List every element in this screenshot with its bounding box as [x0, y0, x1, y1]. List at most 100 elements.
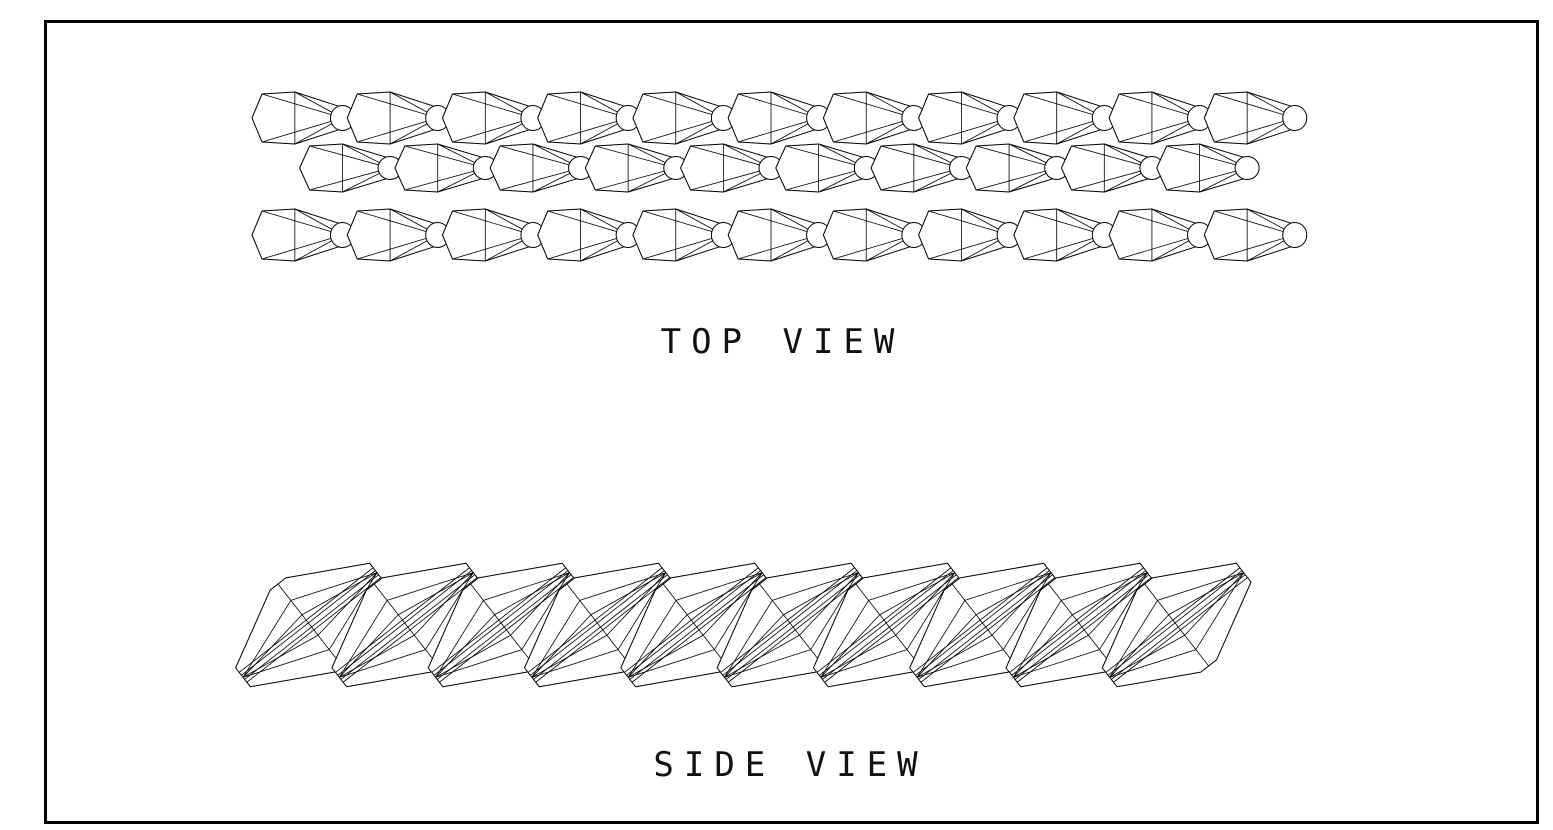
facet-line [1023, 93, 1105, 119]
facet-line [1023, 117, 1105, 143]
facet-line [928, 234, 1010, 260]
facet-line [1002, 572, 1052, 650]
subunit-outline [1013, 208, 1105, 262]
facet-line [627, 614, 688, 678]
facet-line [675, 572, 763, 601]
subunit-cap [1282, 222, 1308, 248]
facet-line [1195, 572, 1244, 650]
subunit-outline [1203, 208, 1296, 262]
subunit-outline [584, 143, 677, 193]
facet-line [1023, 234, 1105, 260]
top-subunit [680, 143, 784, 193]
facet-line [386, 572, 474, 601]
top-subunit [346, 91, 451, 145]
top-subunit [584, 143, 689, 193]
top-subunit [727, 91, 832, 145]
top-subunit [870, 143, 974, 193]
facet-line [686, 572, 763, 616]
facet-line [579, 572, 666, 601]
facet-line [1214, 117, 1295, 143]
facet-line [820, 614, 881, 678]
top-view-label: TOP VIEW [660, 322, 905, 362]
facet-line [1061, 572, 1148, 601]
subunit-outline [1156, 143, 1248, 193]
top-subunit [346, 208, 451, 262]
facet-line [595, 145, 676, 169]
facet-line [531, 649, 619, 678]
subunit-outline [870, 143, 962, 193]
facet-line [690, 145, 772, 169]
facet-line [1109, 649, 1196, 678]
facet-line [242, 614, 303, 678]
facet-line [435, 600, 484, 678]
facet-line [916, 614, 977, 678]
subunit-outline [1108, 91, 1201, 145]
subunit-outline [537, 91, 629, 145]
facet-line [617, 572, 667, 650]
facet-line [916, 600, 966, 678]
facet-line [976, 145, 1057, 169]
facet-line [724, 614, 784, 678]
facet-line [724, 649, 811, 678]
facet-line [1214, 234, 1295, 260]
facet-line [738, 210, 819, 236]
facet-line [277, 583, 343, 667]
side-view-label: SIDE VIEW [653, 745, 928, 785]
top-subunit [1013, 208, 1117, 262]
facet-line [820, 600, 869, 678]
facet-line [1118, 234, 1200, 260]
facet-line [833, 117, 914, 143]
facet-line [494, 572, 570, 616]
facet-line [1214, 93, 1295, 119]
subunit-outline [822, 208, 915, 262]
facet-line [547, 93, 629, 119]
subunit-outline [346, 91, 439, 145]
facet-line [833, 93, 914, 119]
facet-line [1013, 614, 1073, 678]
side-view-drawing [235, 562, 1252, 688]
facet-line [499, 145, 581, 169]
facet-line [1214, 210, 1295, 236]
facet-line [531, 600, 581, 678]
subunit-outline [632, 91, 724, 145]
facet-line [820, 649, 908, 678]
facet-line [1023, 210, 1105, 236]
top-view-drawing [251, 91, 1308, 262]
facet-line [242, 649, 330, 678]
facet-line [1168, 572, 1244, 616]
facet-line [339, 614, 399, 678]
subunit-outline [775, 143, 867, 193]
facet-line [916, 649, 1004, 678]
facet-line [906, 572, 956, 650]
facet-line [338, 600, 388, 678]
facet-line [785, 167, 867, 191]
facet-line [928, 93, 1010, 119]
facet-line [642, 117, 724, 143]
facet-line [309, 167, 391, 191]
facet-line [1118, 93, 1200, 119]
facet-line [499, 167, 581, 191]
subunit-outline [251, 208, 343, 262]
facet-line [772, 572, 859, 601]
facet-line [357, 93, 438, 119]
subunit-outline [918, 91, 1010, 145]
facet-line [833, 210, 914, 236]
facet-line [976, 167, 1057, 191]
subunit-outline [1013, 91, 1105, 145]
top-subunit [822, 91, 927, 145]
top-subunit [537, 91, 641, 145]
top-subunit [775, 143, 879, 193]
facet-line [738, 117, 819, 143]
facet-line [328, 572, 378, 650]
facet-line [357, 210, 438, 236]
facet-line [309, 145, 391, 169]
facet-line [1048, 583, 1113, 667]
facet-line [783, 572, 859, 616]
facet-line [1118, 117, 1200, 143]
facet-line [642, 210, 724, 236]
facet-line [785, 145, 867, 169]
subunit-outline [299, 143, 391, 193]
facet-line [810, 572, 859, 650]
facet-line [483, 572, 570, 601]
